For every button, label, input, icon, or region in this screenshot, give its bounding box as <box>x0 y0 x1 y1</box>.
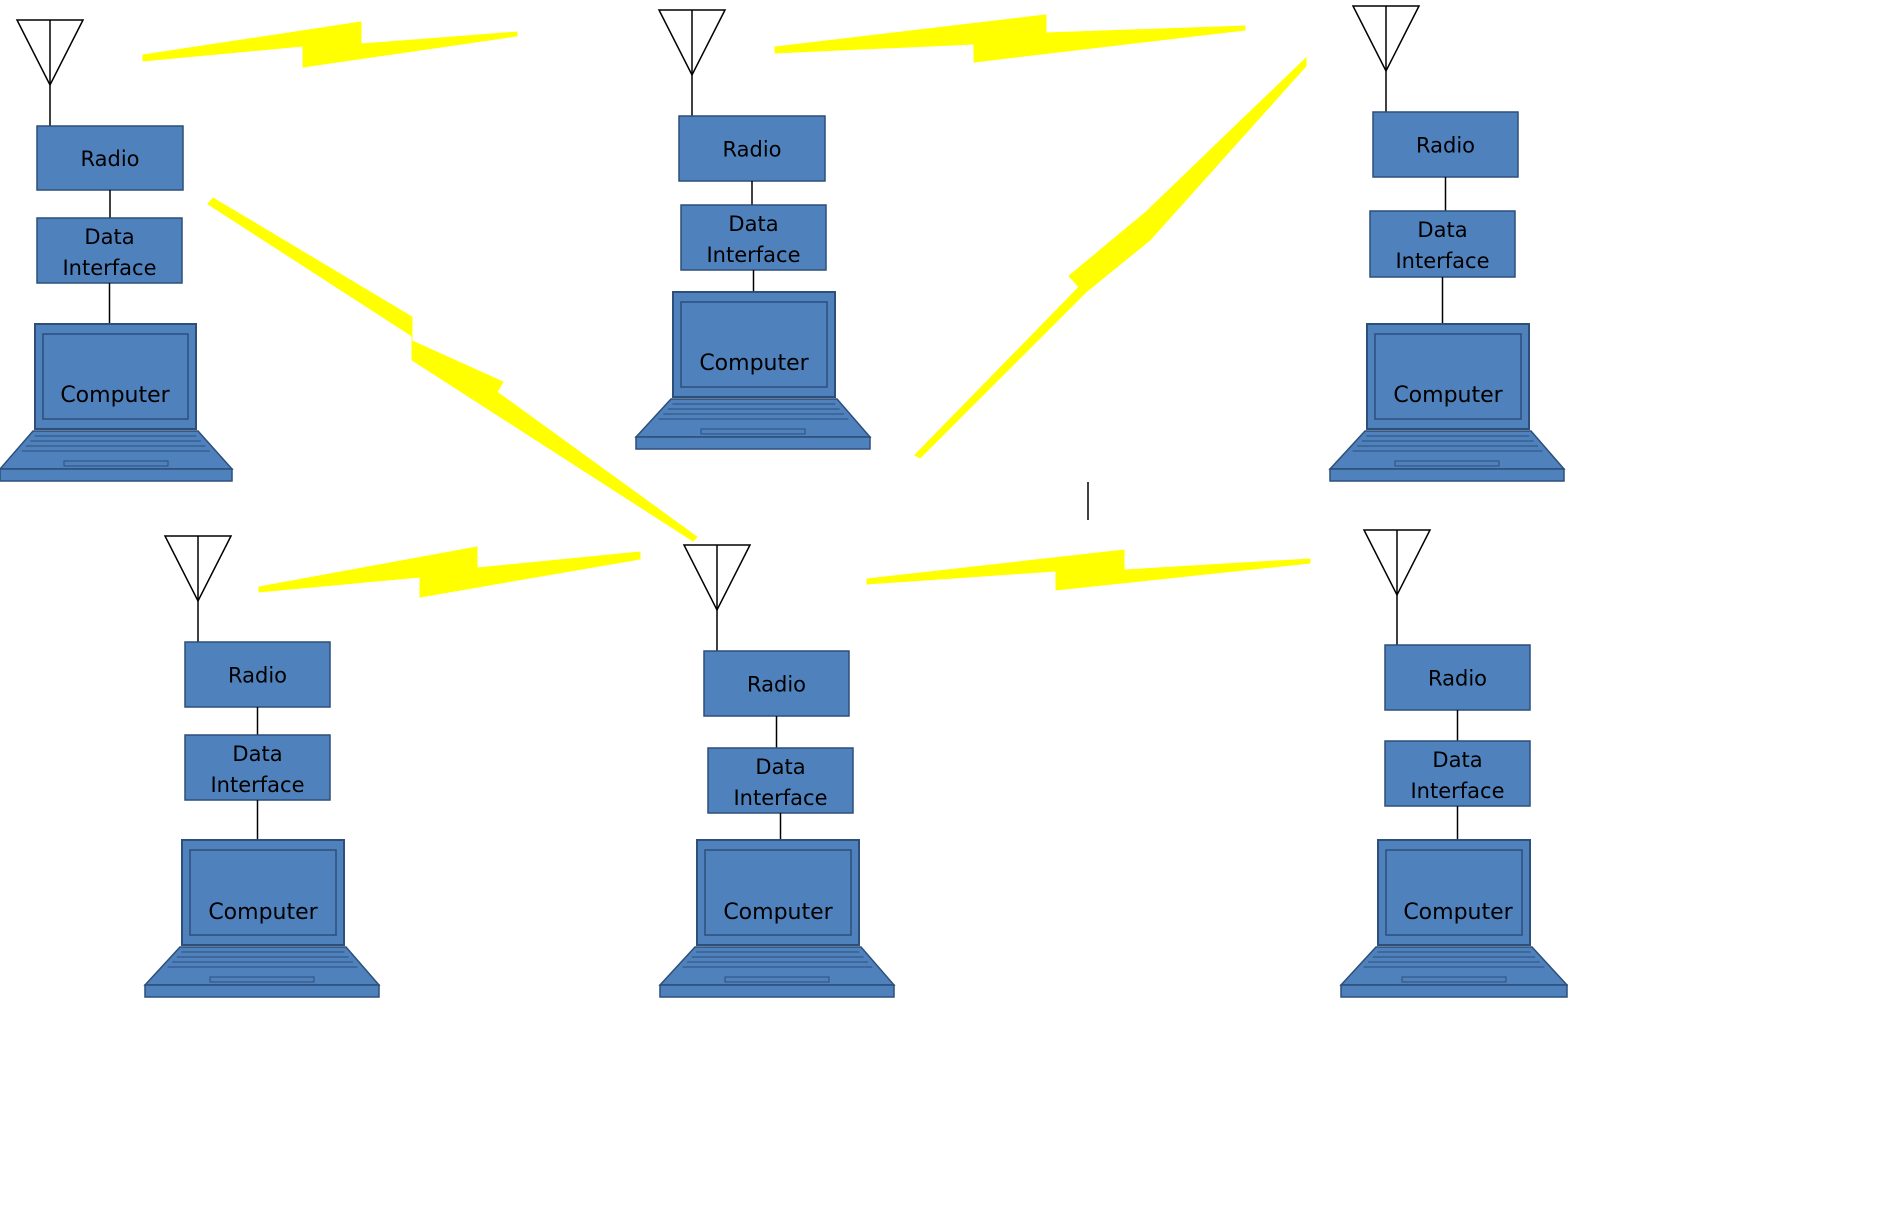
data-interface-block <box>184 734 331 801</box>
radio-block <box>36 125 184 191</box>
trackpad <box>63 460 169 467</box>
antenna-icon <box>1351 5 1421 112</box>
trackpad <box>1401 976 1507 983</box>
radio-label: Radio <box>1416 134 1475 158</box>
computer-screen <box>696 839 860 946</box>
data-interface-label-line1: Data <box>1417 218 1467 242</box>
data-interface-label-line2: Interface <box>210 773 304 797</box>
radio-links <box>142 14 1311 598</box>
lightning-bolt-icon <box>774 14 1246 63</box>
laptop-icon <box>1339 839 1568 998</box>
laptop-icon <box>143 839 381 998</box>
radio-label: Radio <box>228 664 287 688</box>
laptop-icon <box>1328 323 1566 482</box>
lightning-bolt-icon <box>207 197 698 542</box>
computer-label: Computer <box>723 900 833 925</box>
data-interface-label-line1: Data <box>755 755 805 779</box>
data-interface-label-line1: Data <box>84 225 134 249</box>
computer-base <box>0 468 233 482</box>
data-interface-label-line2: Interface <box>1410 779 1504 803</box>
radio-block <box>703 650 850 717</box>
computer-label: Computer <box>1393 383 1503 408</box>
radio-label: Radio <box>722 138 781 162</box>
data-interface-block <box>707 747 854 814</box>
computer-base <box>1329 468 1565 482</box>
laptop-icon <box>0 323 234 482</box>
computer-label: Computer <box>208 900 318 925</box>
antenna-icon <box>1362 529 1432 645</box>
radio-block <box>1384 644 1531 711</box>
diagram-canvas: RadioDataInterfaceComputerRadioDataInter… <box>0 5 1568 998</box>
computer-base <box>635 436 871 450</box>
data-interface-label-line1: Data <box>1432 748 1482 772</box>
data-interface-block <box>1384 740 1531 807</box>
lightning-bolt-icon <box>914 56 1307 459</box>
lightning-bolt-icon <box>142 21 518 68</box>
radio-label: Radio <box>747 673 806 697</box>
data-interface-label-line2: Interface <box>733 786 827 810</box>
data-interface-label-line2: Interface <box>62 256 156 280</box>
computer-screen <box>34 323 197 430</box>
data-interface-label-line1: Data <box>232 742 282 766</box>
data-interface-label-line2: Interface <box>1395 249 1489 273</box>
lightning-bolt-icon <box>866 549 1311 591</box>
radio-label: Radio <box>80 147 139 171</box>
antenna-icon <box>15 19 85 126</box>
computer-screen <box>1377 839 1531 946</box>
computer-label: Computer <box>699 351 809 376</box>
trackpad <box>1394 460 1500 467</box>
data-interface-label-line1: Data <box>728 212 778 236</box>
data-interface-label-line2: Interface <box>706 243 800 267</box>
trackpad <box>700 428 806 435</box>
computer-screen <box>1366 323 1530 430</box>
antenna-icon <box>163 535 233 642</box>
radio-block <box>184 641 331 708</box>
computer-base <box>659 984 895 998</box>
data-interface-block <box>680 204 827 271</box>
trackpad <box>724 976 830 983</box>
laptop-icon <box>634 291 872 450</box>
radio-block <box>678 115 826 182</box>
laptop-icon <box>658 839 896 998</box>
radio-label: Radio <box>1428 667 1487 691</box>
computer-base <box>1340 984 1568 998</box>
data-interface-block <box>1369 210 1516 278</box>
antenna-icon <box>682 544 752 651</box>
computer-base <box>144 984 380 998</box>
computer-screen <box>181 839 345 946</box>
antenna-icon <box>657 9 727 116</box>
computer-label: Computer <box>1403 900 1513 925</box>
computer-screen <box>672 291 836 398</box>
lightning-bolt-icon <box>258 546 641 598</box>
trackpad <box>209 976 315 983</box>
computer-label: Computer <box>60 383 170 408</box>
radio-block <box>1372 111 1519 178</box>
